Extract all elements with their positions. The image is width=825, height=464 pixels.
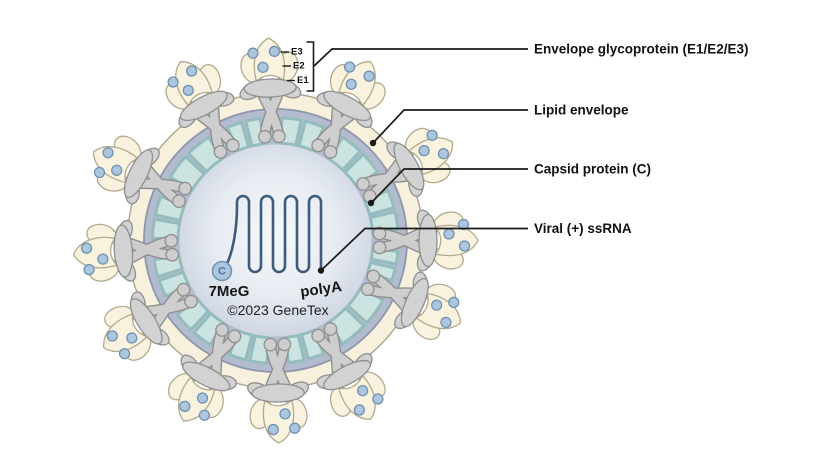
callout-capsid-protein: Capsid protein (C) [534, 162, 651, 177]
seven-meg-label: 7MeG [209, 283, 250, 300]
capsid-segment [192, 312, 226, 347]
capsid-segment [225, 120, 251, 153]
e2-tag: E2 [293, 61, 305, 72]
capsid-segment [363, 189, 396, 216]
capsid-segment [279, 116, 303, 147]
capsid-segment [300, 328, 326, 361]
polya-label: polyA [299, 278, 343, 301]
callout-lipid-envelope: Lipid envelope [534, 103, 629, 118]
capsid-segment [157, 270, 191, 298]
leader-viral-ssrna [320, 227, 528, 272]
callout-viral-ssrna: Viral (+) ssRNA [534, 221, 632, 236]
capsid-segment [151, 217, 181, 241]
capsid-segment [227, 329, 254, 362]
callout-envelope-glycoprotein: Envelope glycoprotein (E1/E2/E3) [534, 42, 749, 57]
capsid-segment [366, 260, 397, 282]
capsid-segment [343, 152, 379, 188]
leader-dot-capsid-protein [367, 199, 375, 207]
spike-tags-bracket [306, 41, 315, 92]
copyright-text: ©2023 GeneTex [227, 302, 328, 318]
leader-dot-lipid-envelope [369, 139, 377, 147]
leader-capsid-protein [370, 168, 528, 204]
capsid-c-badge [211, 260, 233, 282]
capsid-segment [153, 194, 186, 222]
core [179, 144, 372, 337]
capsid-segment [297, 119, 326, 153]
capsid-segment [368, 210, 400, 234]
capsid-segment [175, 297, 210, 332]
e3-tag: E3 [291, 47, 303, 58]
leader-dot-viral-ssrna [317, 267, 325, 274]
leader-envelope-glycoprotein [313, 48, 528, 67]
capsid-segment [152, 254, 184, 278]
e1-tag: E1 [297, 75, 309, 86]
ssrna-genome-path [225, 194, 323, 274]
capsid-c-badge-letter: C [218, 266, 226, 278]
capsid-segment [327, 135, 362, 172]
leader-lipid-envelope [372, 109, 528, 144]
